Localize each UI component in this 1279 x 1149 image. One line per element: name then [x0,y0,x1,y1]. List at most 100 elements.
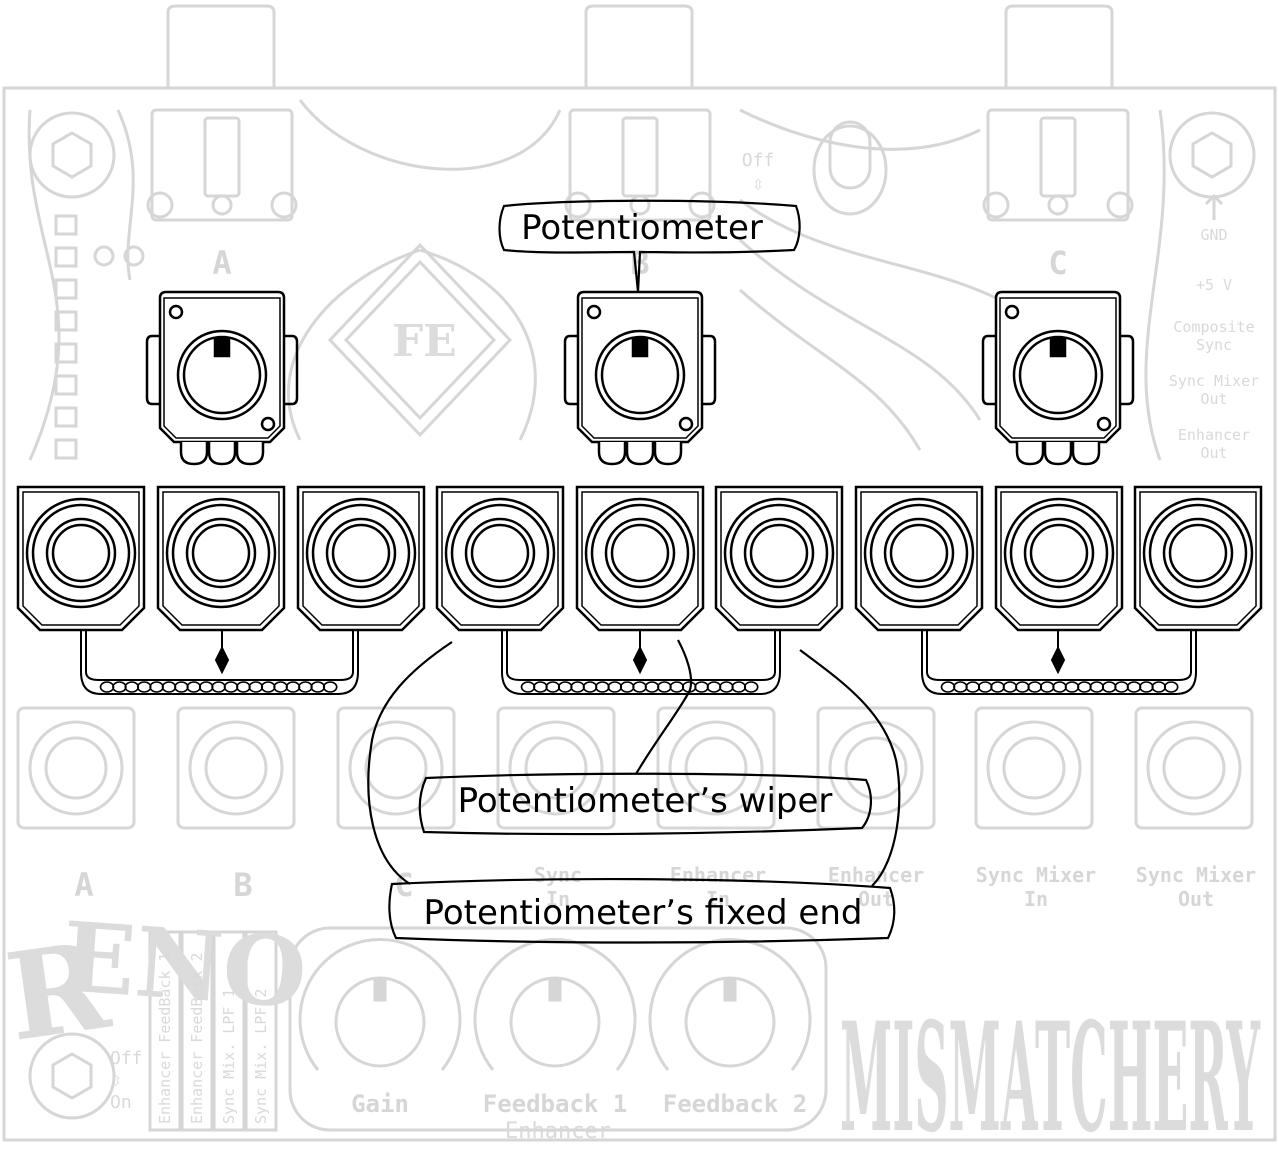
brand-graphics: R ENO MISMATCHERY FE [0,316,1261,1149]
logo-fe: FE [392,316,457,367]
jack-ring-inner [45,517,117,589]
swirl-7 [739,288,922,451]
wire-twist [223,681,239,693]
logo-diamond-inner [343,259,497,421]
pot-ear-left [981,334,996,406]
wire-twist [940,681,956,693]
wire-outer-path [80,630,359,695]
dip-box-4 [244,930,278,1132]
pot-label-c: C [1048,244,1067,282]
dip-box-3 [212,930,246,1132]
pot-mount-b [568,108,712,222]
wire-inner-path [85,630,354,681]
jack-2 [156,485,286,632]
wire-twist [706,681,722,693]
jack-6 [714,485,844,632]
pot-knob-outer [594,329,686,421]
jack-hole [610,523,670,583]
top-tab-c [1004,4,1114,88]
wire-twist [273,681,288,693]
jack-outline [575,485,705,632]
led-pad-2 [123,245,145,267]
vertical-label-0: Enhancer FeedBack 1 [156,952,174,1124]
wire-twist [694,681,709,693]
jack-label-0: A [74,866,93,904]
pot-ear-right [1120,334,1135,406]
knob-feedback-2-arc [648,938,812,1071]
jack-ring-inner [464,517,536,589]
wire-twist [1101,681,1117,693]
toggle-lever-top [828,120,872,190]
led-3 [54,278,78,300]
jack-label-1: B [233,866,252,904]
jack-ring-outer [305,497,417,609]
pot-knob-indicator [631,336,649,358]
vertical-label-2: Sync Mix. LPF 1 [220,989,238,1124]
wire-twist [161,681,177,693]
wire-twist [1139,681,1154,693]
pot-hole-bottom [678,416,694,432]
swirl-10 [116,109,135,281]
jack-outline [854,485,984,632]
jack-ring-outer [165,497,277,609]
potentiometers [145,290,1135,466]
wire-twist [965,681,981,693]
wire-twist [1002,681,1018,693]
jack-ring-mid [869,503,969,603]
swirl-6 [738,238,982,421]
right-label-0: GND [1200,226,1227,244]
screw-top-left-hex [51,131,93,179]
wire-twist [99,681,115,693]
callouts [367,199,901,944]
knob-feedback-1-arc [473,938,637,1071]
wire-twist [1052,681,1067,693]
jack-outline [296,485,426,632]
section-label-enhancer: Enhancer [505,1119,611,1144]
led-4 [54,310,78,332]
wire-twist [1015,681,1030,693]
led-pad-1 [93,245,115,267]
jack-hole [1168,523,1228,583]
jack-outline [435,485,565,632]
wire-twist [211,681,226,693]
jack-outline-inner [162,491,280,626]
pot-shaft-b [621,116,659,198]
jack-ring-mid [729,503,829,603]
wire-twist [149,681,164,693]
wire-twist [174,681,189,693]
potentiometer-a [145,290,299,466]
wire-twist [310,681,326,693]
pot-hole-top [586,304,602,320]
jack-label-2: C [394,866,413,904]
right-label-1: +5 V [1196,276,1232,294]
wire-wiper-diamond [1050,645,1066,675]
pot-pin-a3 [270,191,298,219]
wire-twist [1126,681,1142,693]
wire-twist [557,681,573,693]
swirl-9 [1144,109,1166,461]
wire-twist [298,681,313,693]
wire-twist [990,681,1005,693]
wire-twist [124,681,140,693]
pot-knob-indicator [213,336,231,358]
screw-bottom-left [28,1032,116,1120]
wire-outer-path [921,630,1197,695]
knob-gain [334,976,426,1068]
wire-twist [1064,681,1080,693]
jack-1 [16,485,146,632]
pot-hole-bottom [260,416,276,432]
wire-wiper-diamond [214,645,230,675]
wire-twist [545,681,561,693]
wire-twist [632,681,647,693]
potentiometer-c [981,290,1135,466]
wire-group-b [501,630,781,695]
jack-outline [714,485,844,632]
jack-outline-inner [860,491,978,626]
brand-right-mark: MISMATCHERY [840,990,1261,1144]
switch-top-arrows: ⇳ [752,171,764,195]
wire-twist [1114,681,1129,693]
